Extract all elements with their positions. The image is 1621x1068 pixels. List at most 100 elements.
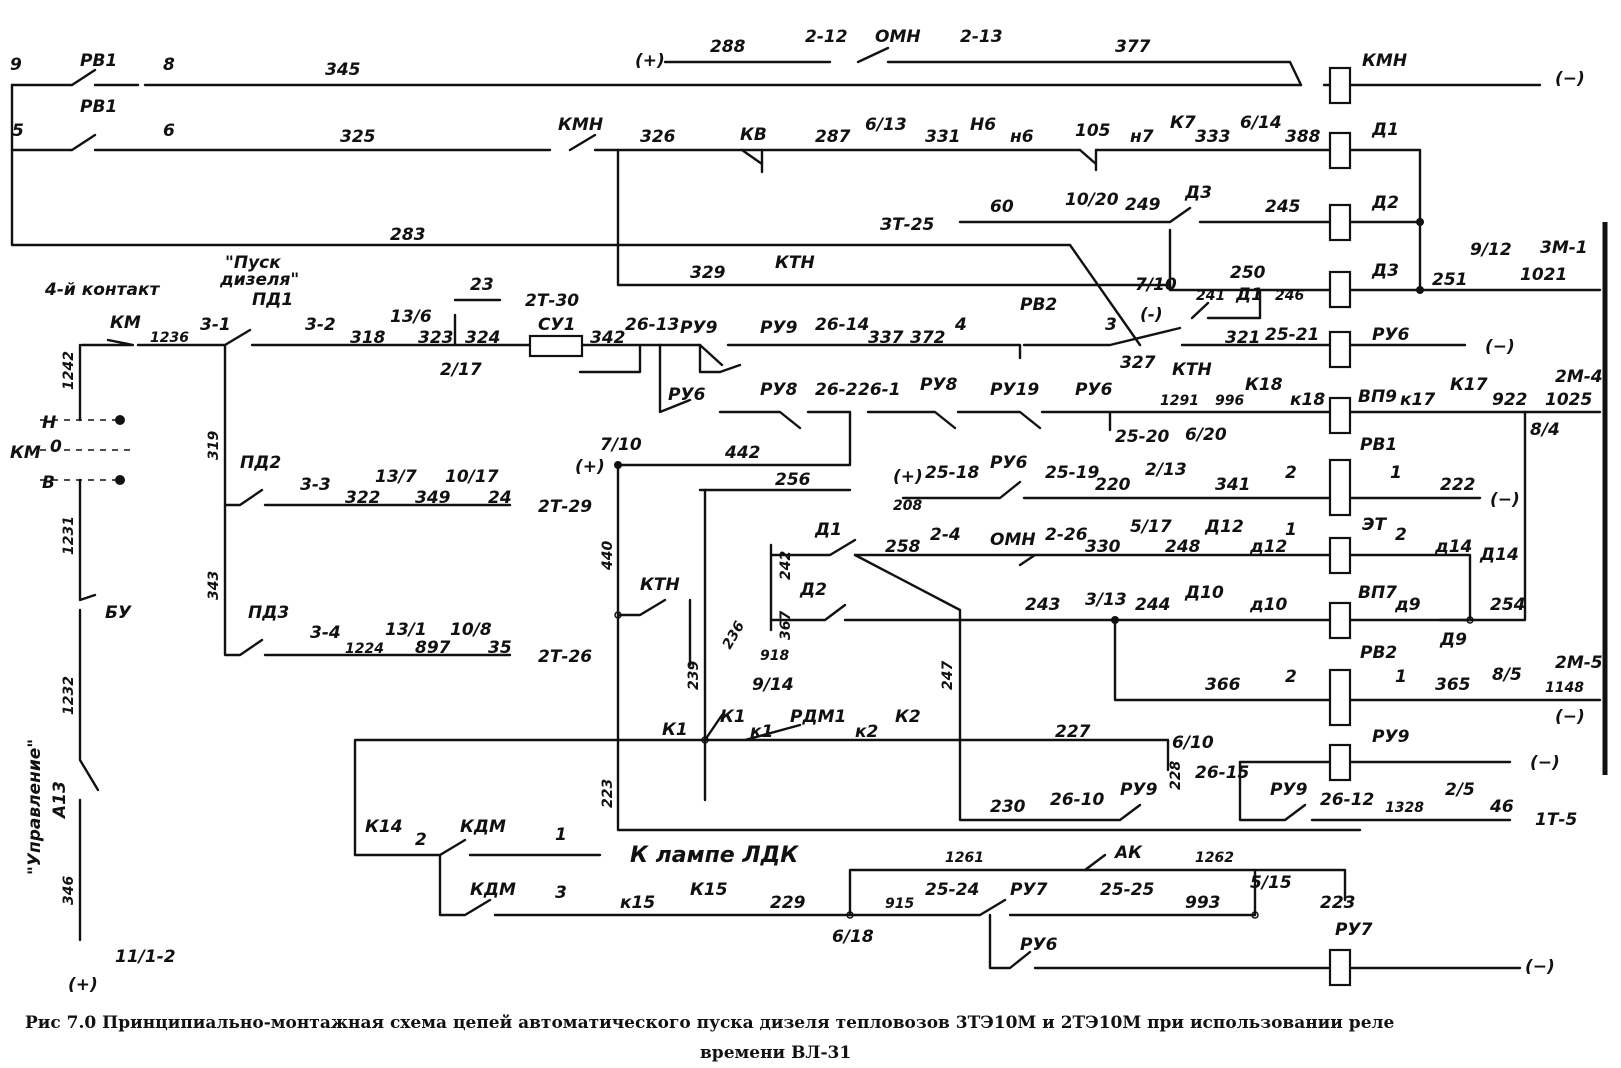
label: 3 (555, 883, 567, 903)
label: 2-26 (1045, 525, 1088, 545)
label: 23 (470, 275, 494, 295)
label: 287 (815, 127, 851, 147)
label: РУ7 (1010, 880, 1048, 900)
label: к15 (620, 893, 655, 913)
label: (+) (575, 457, 605, 477)
label: н7 (1130, 127, 1154, 147)
label: 365 (1435, 675, 1471, 695)
label: РУ6 (990, 453, 1028, 473)
label: 26-10 (1050, 790, 1105, 810)
label: (+) (893, 467, 923, 487)
label: 256 (775, 470, 811, 490)
label: 3-3 (300, 475, 331, 495)
label: 3М-1 (1540, 238, 1588, 258)
label: 13/7 (375, 467, 417, 487)
label: 2М-4 (1555, 367, 1603, 387)
label: 243 (1025, 595, 1061, 615)
label: 249 (1125, 195, 1161, 215)
label: 1 (1390, 463, 1402, 483)
label: 3-2 (305, 315, 336, 335)
label: Д2 (799, 580, 827, 600)
label: (−) (1525, 957, 1555, 977)
label: 325 (340, 127, 376, 147)
label: РУ7 (1335, 920, 1373, 940)
label: 388 (1285, 127, 1321, 147)
label: Д10 (1184, 583, 1224, 603)
label: 7/10 (600, 435, 642, 455)
label: 26-2 (815, 380, 858, 400)
label: 6 (163, 121, 175, 141)
label: 2/13 (1145, 460, 1187, 480)
label: 25-18 (925, 463, 980, 483)
figure-caption: Рис 7.0 Принципиально-монтажная схема це… (25, 1013, 1394, 1063)
label: 329 (690, 263, 726, 283)
label: 283 (390, 225, 426, 245)
label: К15 (690, 880, 728, 900)
label: (−) (1530, 753, 1560, 773)
label: 3-4 (310, 623, 341, 643)
label: 258 (885, 537, 921, 557)
label: 1242 (61, 351, 77, 390)
label: (+) (68, 975, 98, 995)
label: ОМН (875, 27, 921, 47)
label: 24 (488, 488, 512, 508)
label: РВ2 (1360, 643, 1397, 663)
label: РУ9 (1372, 727, 1410, 747)
label: 377 (1115, 37, 1151, 57)
label: 9 (10, 55, 22, 75)
label: 331 (925, 127, 961, 147)
label: д14 (1434, 537, 1472, 557)
label: Д3 (1371, 261, 1399, 281)
label: 250 (1230, 263, 1266, 283)
label: 244 (1135, 595, 1171, 615)
label: д9 (1394, 595, 1421, 615)
label: 3/13 (1085, 590, 1127, 610)
label: 26-12 (1320, 790, 1374, 810)
label: 6/10 (1172, 733, 1214, 753)
labels-top-row-2: 5 РВ1 6 325 КМН 326 КВ 287 6/13 331 Н6 н… (12, 97, 1399, 147)
label: (-) (1140, 305, 1163, 325)
labels-top-row-1: 9 РВ1 8 345 (+) 288 2-12 ОМН 2-13 377 КМ… (10, 27, 1585, 89)
label: 223 (1320, 893, 1356, 913)
label: 324 (465, 328, 501, 348)
label: Д14 (1479, 545, 1519, 565)
label: 245 (1265, 197, 1301, 217)
label: КТН (1172, 360, 1212, 380)
label: РВ1 (1360, 435, 1397, 455)
label: РУ9 (1270, 780, 1308, 800)
label: РДМ1 (790, 707, 846, 727)
labels-et-row: 440 Д1 242 258 2-4 ОМН 2-26 330 5/17 248… (600, 515, 1519, 580)
label: К лампе ЛДК (630, 843, 799, 868)
label: А13 (50, 781, 70, 820)
label: КМН (1362, 51, 1407, 71)
label: 26-15 (1195, 763, 1249, 783)
label: ВП9 (1358, 387, 1397, 407)
label: 323 (418, 328, 454, 348)
label: 330 (1085, 537, 1121, 557)
label: Д1 (814, 520, 842, 540)
label: (−) (1555, 69, 1585, 89)
label: 915 (885, 896, 914, 912)
label: 349 (415, 488, 451, 508)
label: "Управление" (25, 739, 45, 875)
label: К1 (662, 720, 688, 740)
label: 2М-5 (1555, 653, 1603, 673)
label: 918 (760, 648, 789, 664)
label: 2-13 (960, 27, 1003, 47)
label: В (42, 473, 55, 493)
caption-line-2: времени ВЛ-31 (700, 1043, 851, 1063)
label: ВП7 (1358, 583, 1397, 603)
label: 326 (640, 127, 676, 147)
label: 346 (61, 876, 77, 905)
label: 26-14 (815, 315, 869, 335)
label: 288 (710, 37, 746, 57)
label: Д3 (1184, 183, 1212, 203)
label: РВ1 (80, 51, 117, 71)
label: ОМН (990, 530, 1036, 550)
label: 46 (1489, 797, 1514, 817)
labels-k-row: К1 К1 к1 РДМ1 к2 К2 227 6/10 РУ9 (−) 223 (600, 707, 1560, 808)
label: АК (1113, 843, 1143, 863)
label: 248 (1165, 537, 1201, 557)
labels-pd-rows: 319 ПД2 3-3 322 13/7 349 10/17 24 2Т-29 … (206, 431, 592, 667)
